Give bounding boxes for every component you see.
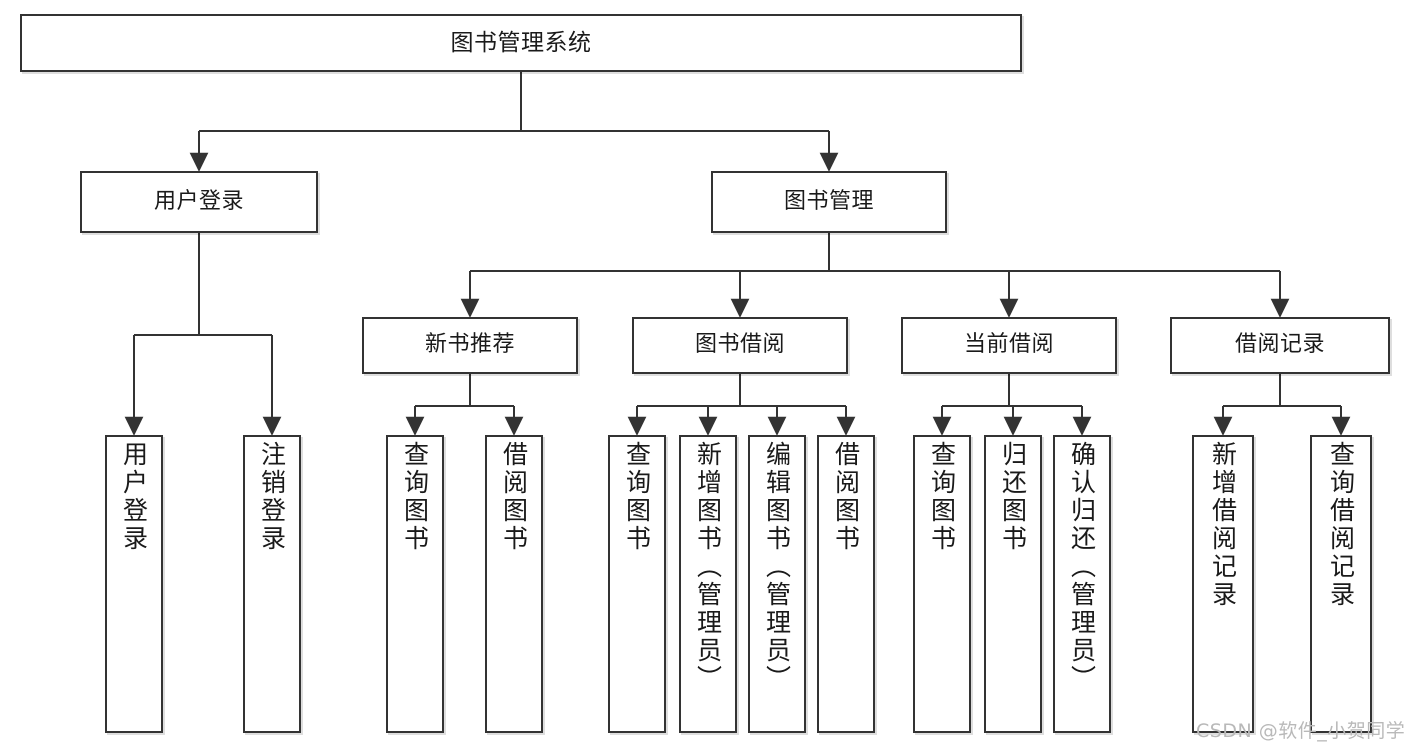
node-label: 用户登录 <box>153 188 244 214</box>
node-label: 归还图书 <box>998 441 1028 553</box>
node-label: 当前借阅 <box>963 332 1054 358</box>
node-borrow-record[interactable]: 借阅记录 <box>1170 317 1390 374</box>
node-leaf-query-book-2[interactable]: 查询图书 <box>608 435 666 733</box>
node-label: 新增图书（管理员） <box>693 441 723 693</box>
node-label: 编辑图书（管理员） <box>762 441 792 693</box>
node-leaf-return-book[interactable]: 归还图书 <box>984 435 1042 733</box>
node-leaf-user-login[interactable]: 用户登录 <box>105 435 163 733</box>
node-leaf-add-record[interactable]: 新增借阅记录 <box>1192 435 1254 733</box>
node-label: 查询图书 <box>927 441 957 553</box>
node-leaf-borrow-book-1[interactable]: 借阅图书 <box>485 435 543 733</box>
node-label: 查询图书 <box>622 441 652 553</box>
node-label: 用户登录 <box>119 441 149 553</box>
node-root[interactable]: 图书管理系统 <box>20 14 1022 72</box>
node-leaf-logout[interactable]: 注销登录 <box>243 435 301 733</box>
node-current-borrow[interactable]: 当前借阅 <box>901 317 1117 374</box>
node-label: 注销登录 <box>257 441 287 553</box>
node-leaf-query-book-3[interactable]: 查询图书 <box>913 435 971 733</box>
watermark-label: CSDN @软件_小贺同学 <box>1196 720 1405 742</box>
node-label: 图书借阅 <box>694 332 785 358</box>
node-label: 新书推荐 <box>424 332 515 358</box>
node-label: 借阅记录 <box>1234 332 1325 358</box>
node-label: 查询借阅记录 <box>1326 441 1356 609</box>
node-label: 借阅图书 <box>831 441 861 553</box>
node-leaf-query-record[interactable]: 查询借阅记录 <box>1310 435 1372 733</box>
node-book-manage[interactable]: 图书管理 <box>711 171 947 233</box>
edge-layer <box>124 72 1351 436</box>
node-leaf-query-book-1[interactable]: 查询图书 <box>386 435 444 733</box>
node-label: 新增借阅记录 <box>1208 441 1238 609</box>
node-leaf-add-book[interactable]: 新增图书（管理员） <box>679 435 737 733</box>
node-label: 图书管理系统 <box>450 29 592 56</box>
node-label: 借阅图书 <box>499 441 529 553</box>
node-label: 查询图书 <box>400 441 430 553</box>
node-label: 确认归还（管理员） <box>1067 441 1097 693</box>
node-leaf-edit-book[interactable]: 编辑图书（管理员） <box>748 435 806 733</box>
node-label: 图书管理 <box>783 188 874 214</box>
node-book-borrow[interactable]: 图书借阅 <box>632 317 848 374</box>
node-leaf-borrow-book-2[interactable]: 借阅图书 <box>817 435 875 733</box>
node-new-book-rec[interactable]: 新书推荐 <box>362 317 578 374</box>
node-leaf-confirm-return[interactable]: 确认归还（管理员） <box>1053 435 1111 733</box>
node-user-login[interactable]: 用户登录 <box>80 171 318 233</box>
